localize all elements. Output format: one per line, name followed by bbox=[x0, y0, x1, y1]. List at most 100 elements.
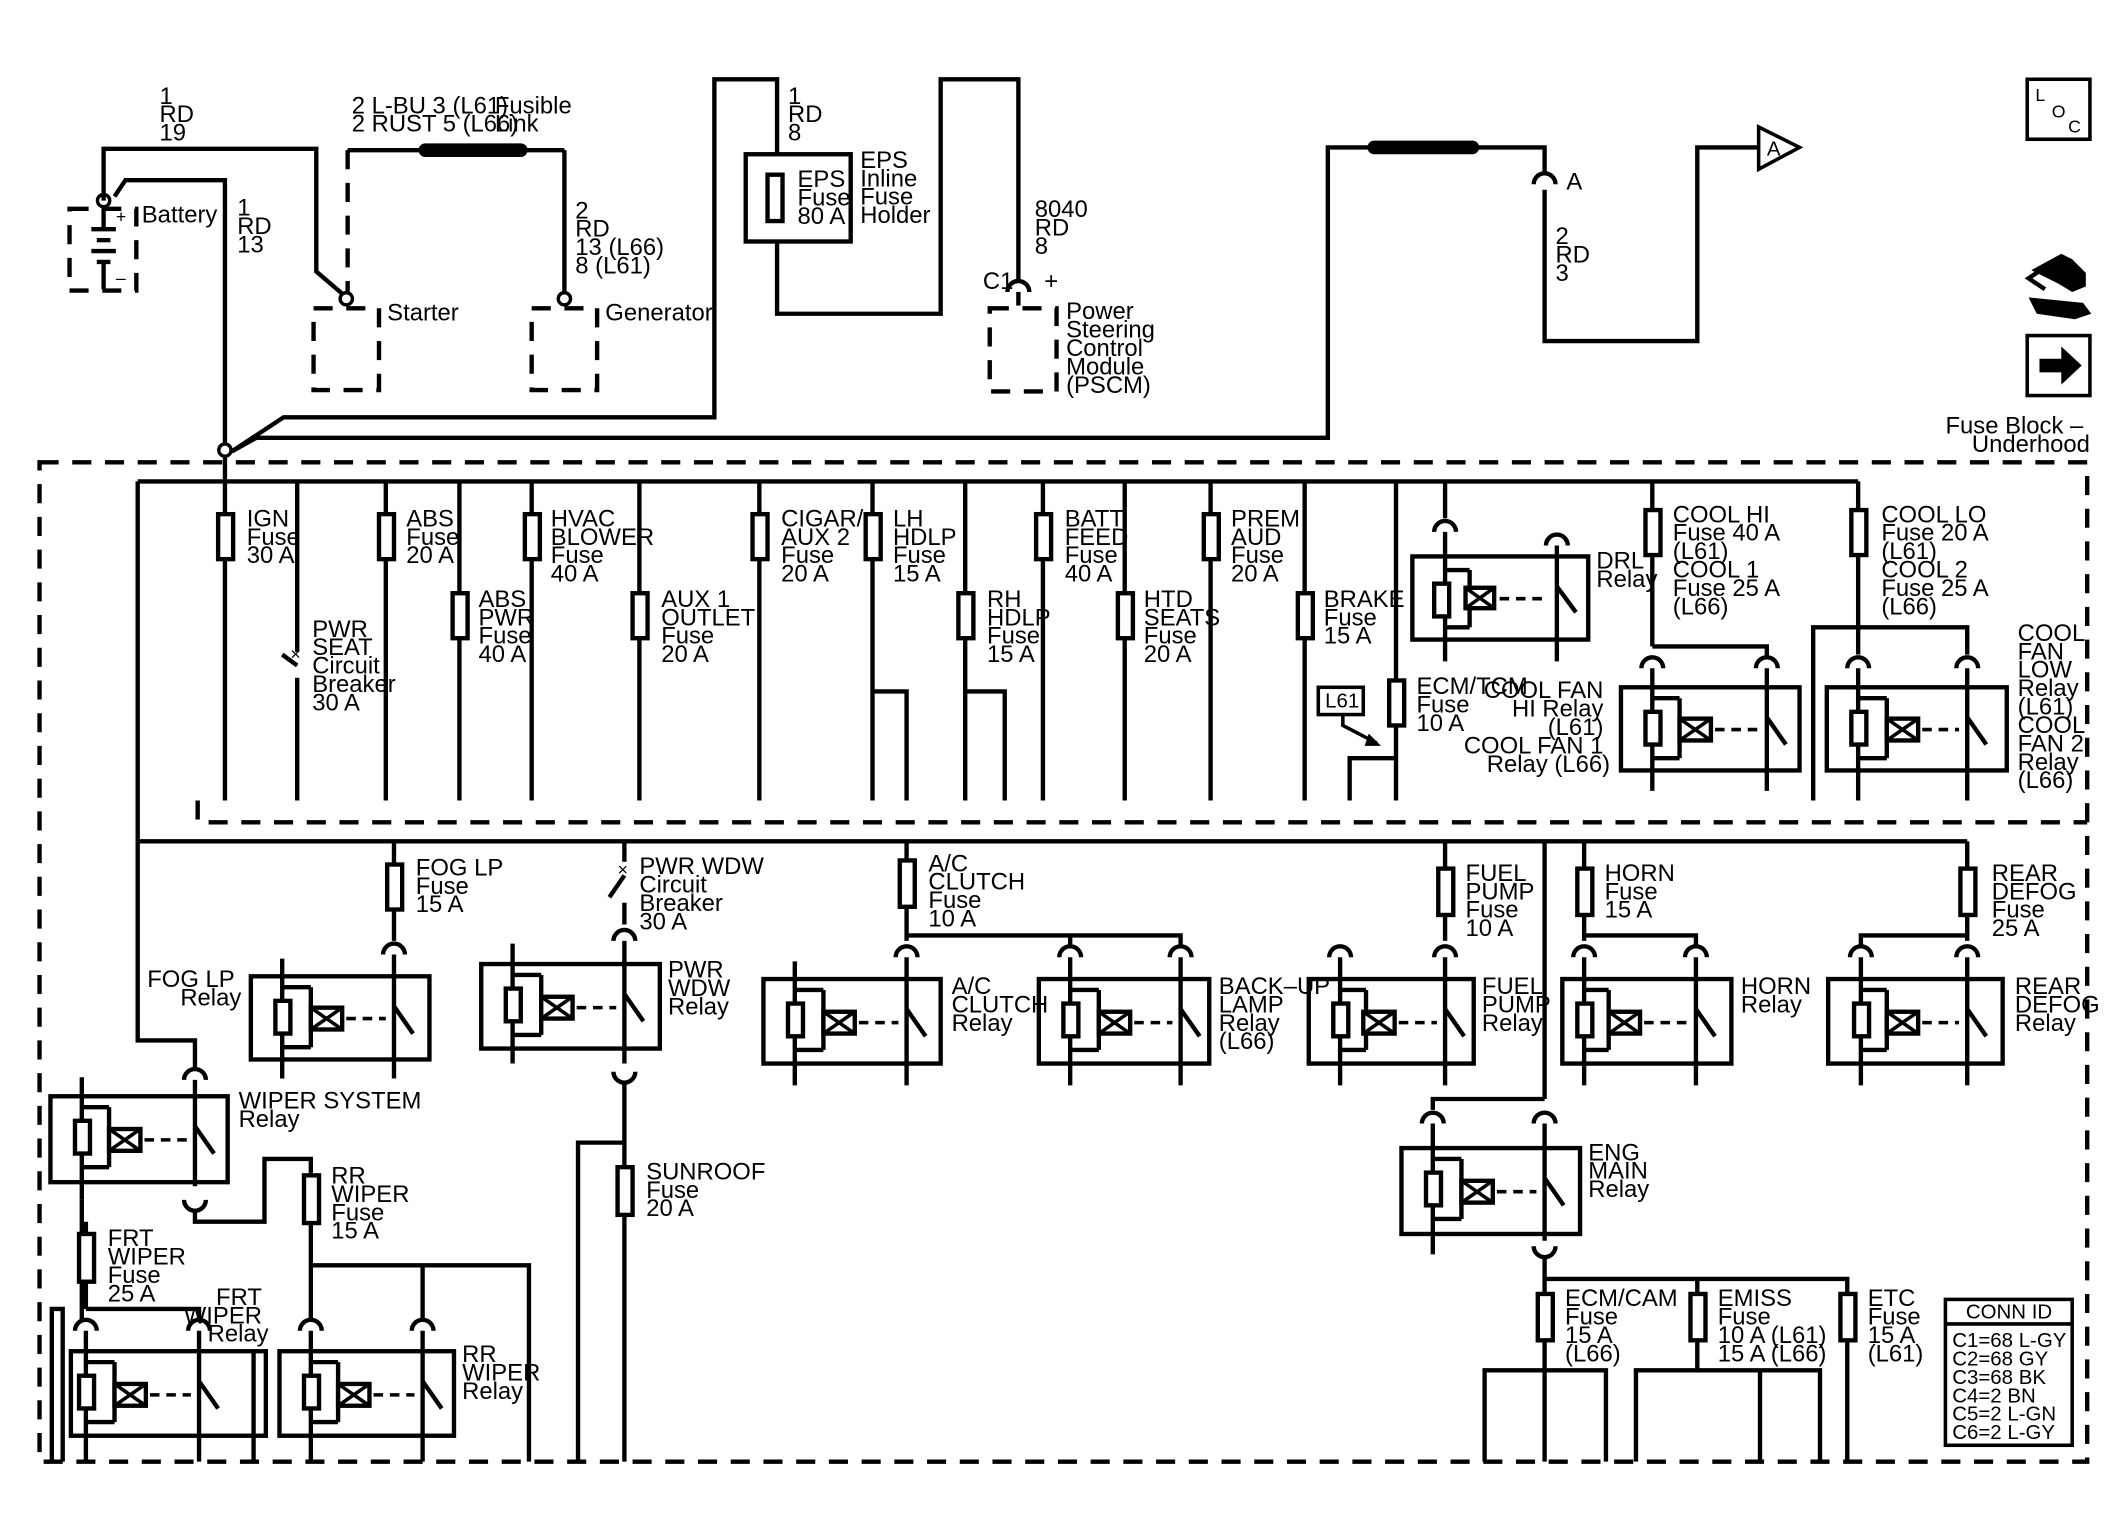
frt-wiper-relay bbox=[68, 1330, 269, 1462]
cool-lo-fuse bbox=[1849, 507, 1869, 558]
connector-a bbox=[1531, 171, 1558, 185]
eps-fuse-holder bbox=[743, 152, 853, 244]
rh-hdlp-fuse bbox=[956, 591, 976, 641]
starter-label: Starter bbox=[387, 300, 459, 327]
starter bbox=[311, 290, 382, 393]
cigar-fuse bbox=[750, 511, 770, 562]
fuse-block-label: Fuse Block – Underhood bbox=[1945, 413, 2089, 458]
horn-fuse bbox=[1575, 866, 1595, 918]
brake-fuse-label: BRAKE Fuse 15 A bbox=[1324, 586, 1411, 650]
conn-id-title: CONN ID bbox=[1966, 1300, 2052, 1323]
wiper-system-relay bbox=[48, 1077, 230, 1200]
htd-seats-fuse-label: HTD SEATS Fuse 20 A bbox=[1144, 586, 1227, 668]
fog-lp-relay-label: FOG LP Relay bbox=[147, 966, 241, 1011]
pscm-label: Power Steering Control Module (PSCM) bbox=[1066, 298, 1161, 399]
abs-pwr-fuse-label: ABS PWR Fuse 40 A bbox=[479, 586, 541, 668]
pwr-wdw-cb-mark: × bbox=[618, 859, 628, 879]
rh-hdlp-fuse-label: RH HDLP Fuse 15 A bbox=[987, 586, 1057, 668]
rr-wiper-fuse bbox=[301, 1173, 322, 1226]
cool-fan-hi-relay-label: COOL FAN HI Relay (L61) COOL FAN 1 Relay… bbox=[1464, 677, 1610, 778]
fuel-pump-fuse bbox=[1436, 866, 1456, 918]
rear-defog-fuse bbox=[1958, 866, 1978, 918]
ign-fuse bbox=[215, 511, 236, 562]
rear-defog-fuse-label: REAR DEFOG Fuse 25 A bbox=[1992, 860, 2083, 942]
prem-aud-fuse bbox=[1201, 511, 1221, 562]
fog-lp-fuse-label: FOG LP Fuse 15 A bbox=[416, 854, 510, 918]
pwr-wdw-relay bbox=[479, 940, 663, 1064]
drl-relay bbox=[1410, 531, 1591, 662]
frt-wiper-fuse bbox=[76, 1231, 97, 1284]
eps-fuse-label: EPS Fuse 80 A bbox=[798, 166, 858, 230]
loc-icon[interactable]: L O C bbox=[2025, 77, 2092, 142]
frt-wiper-relay-label: FRT WIPER Relay bbox=[184, 1284, 269, 1348]
l61-option-tag-label: L61 bbox=[1325, 690, 1359, 713]
emiss-fuse-label: EMISS Fuse 10 A (L61) 15 A (L66) bbox=[1718, 1285, 1833, 1367]
battery-label: Battery bbox=[142, 201, 218, 228]
backup-lamp-relay bbox=[1036, 957, 1212, 1086]
connector-a-label: A bbox=[1566, 169, 1582, 196]
batt-feed-fuse bbox=[1033, 511, 1054, 562]
drl-relay-label: DRL Relay bbox=[1596, 548, 1657, 593]
generator-wire: 2 RD 13 (L66) 8 (L61) bbox=[575, 197, 670, 279]
ac-clutch-relay-label: A/C CLUTCH Relay bbox=[952, 973, 1055, 1037]
ecm-cam-fuse bbox=[1535, 1291, 1555, 1343]
horn-relay-label: HORN Relay bbox=[1741, 973, 1818, 1018]
generator-label: Generator bbox=[605, 300, 712, 327]
eng-main-relay bbox=[1399, 1123, 1583, 1255]
right-arrow-icon[interactable] bbox=[2025, 333, 2092, 398]
lh-hdlp-fuse bbox=[863, 511, 883, 562]
aux1-fuse-label: AUX 1 OUTLET Fuse 20 A bbox=[661, 586, 762, 668]
loc-icon-o: O bbox=[2052, 101, 2066, 121]
rr-wiper-relay bbox=[277, 1330, 457, 1462]
generator bbox=[529, 290, 600, 393]
lh-hdlp-fuse-label: LH HDLP Fuse 15 A bbox=[893, 505, 963, 587]
wiper-system-relay-label: WIPER SYSTEM Relay bbox=[239, 1088, 428, 1133]
cool-hi-fuse-label: COOL HI Fuse 40 A (L61) COOL 1 Fuse 25 A… bbox=[1673, 501, 1787, 620]
loc-icon-c: C bbox=[2068, 116, 2081, 136]
aux1-fuse bbox=[630, 591, 650, 641]
backup-lamp-relay-label: BACK–UP LAMP Relay (L66) bbox=[1219, 973, 1337, 1055]
l61-option-tag bbox=[1316, 685, 1382, 746]
ecm-tcm-fuse-label: ECM/TCM Fuse 10 A bbox=[1416, 673, 1534, 737]
fuel-pump-relay bbox=[1306, 957, 1476, 1086]
sunroof-fuse bbox=[615, 1164, 635, 1218]
rr-wiper-relay-label: RR WIPER Relay bbox=[462, 1341, 547, 1405]
conn-id-table bbox=[1943, 1297, 2074, 1448]
battery-wire-main: 1 RD 13 bbox=[237, 195, 278, 259]
ac-clutch-fuse-label: A/C CLUTCH Fuse 10 A bbox=[928, 850, 1031, 932]
cigar-fuse-label: CIGAR/ AUX 2 Fuse 20 A bbox=[781, 505, 870, 587]
pscm-wire: 8040 RD 8 bbox=[1035, 196, 1095, 260]
prem-aud-fuse-label: PREM AUD Fuse 20 A bbox=[1231, 505, 1307, 587]
horn-relay bbox=[1560, 957, 1734, 1086]
cool-lo-fuse-label: COOL LO Fuse 20 A (L61) COOL 2 Fuse 25 A… bbox=[1881, 501, 1995, 620]
ecm-cam-fuse-label: ECM/CAM Fuse 15 A (L66) bbox=[1565, 1285, 1684, 1367]
conn-id-rows: C1=68 L-GY C2=68 GY C3=68 BK C4=2 BN C5=… bbox=[1952, 1329, 2072, 1444]
fog-lp-fuse bbox=[384, 862, 405, 912]
cool-fan-low-relay bbox=[1824, 668, 2009, 801]
cool-fan-hi-relay bbox=[1618, 668, 1802, 791]
fuse-block-outline bbox=[37, 460, 2090, 1464]
etc-fuse bbox=[1838, 1291, 1858, 1343]
ac-clutch-fuse bbox=[897, 858, 917, 909]
batt-feed-fuse-label: BATT FEED Fuse 40 A bbox=[1065, 505, 1135, 587]
abs-fuse-label: ABS Fuse 20 A bbox=[406, 505, 466, 569]
sunroof-fuse-label: SUNROOF Fuse 20 A bbox=[646, 1158, 772, 1222]
loc-icon-l: L bbox=[2035, 85, 2045, 105]
fuel-pump-relay-label: FUEL PUMP Relay bbox=[1482, 973, 1558, 1037]
offpage-arrow-label: A bbox=[1767, 138, 1781, 161]
service-info-icon[interactable] bbox=[2024, 253, 2092, 320]
battery-wire-top: 1 RD 19 bbox=[160, 83, 201, 147]
abs-fuse bbox=[376, 511, 397, 562]
emiss-fuse bbox=[1688, 1291, 1708, 1343]
battery bbox=[67, 192, 139, 293]
pscm-module bbox=[987, 278, 1059, 394]
htd-seats-fuse bbox=[1115, 591, 1136, 641]
eps-wire: 1 RD 8 bbox=[788, 83, 829, 147]
fusible-link-wires: 2 L-BU 3 (L61) 2 RUST 5 (L66) bbox=[352, 92, 519, 137]
cool-fan-low-relay-label: COOL FAN LOW Relay (L61) COOL FAN 2 Rela… bbox=[2018, 620, 2092, 794]
hvac-fuse-label: HVAC BLOWER Fuse 40 A bbox=[551, 505, 661, 587]
hvac-fuse bbox=[522, 511, 543, 562]
abs-pwr-fuse bbox=[450, 591, 470, 641]
offpage-wire: 2 RD 3 bbox=[1556, 223, 1597, 287]
